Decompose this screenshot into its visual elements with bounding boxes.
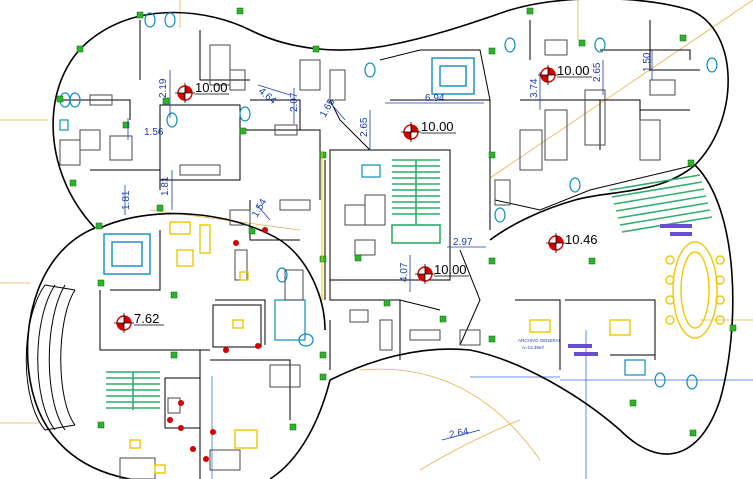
level-label: 7.62	[134, 311, 159, 326]
dimension-label: 6.94	[425, 93, 445, 104]
level-marker: 10.00	[175, 80, 229, 103]
level-marker: 10.00	[415, 262, 469, 284]
room-label: ARCHIVO GENERAL	[518, 338, 562, 343]
dimension-label: 2.65	[359, 117, 370, 137]
door-markers	[167, 227, 268, 462]
dimension-label: 2.07	[289, 92, 300, 112]
dimension-label: 1.81	[160, 176, 171, 196]
dimension-label: 1.56	[144, 127, 164, 138]
upholstery	[568, 224, 692, 356]
level-marker: 10.46	[546, 232, 598, 253]
interior-walls	[60, 20, 700, 479]
conference-furniture	[129, 221, 725, 474]
dimension-label: 1.50	[642, 52, 653, 72]
dimension-label: 2.65	[592, 62, 603, 82]
furniture	[59, 39, 676, 479]
conference-table	[672, 241, 718, 339]
level-marker: 10.00	[538, 63, 592, 85]
west-stair	[106, 371, 160, 410]
dimension-label: 3.74	[529, 78, 540, 98]
level-label: 10.00	[421, 119, 454, 134]
sanitary-fixtures	[59, 12, 718, 390]
level-label: 10.00	[434, 262, 467, 277]
elevators	[103, 57, 475, 275]
dimension-label: 4.07	[399, 262, 410, 282]
dimension-label: 2.64	[448, 426, 470, 441]
level-label: 10.00	[557, 63, 590, 78]
elevator-west	[103, 233, 151, 275]
grid-markers	[56, 7, 737, 437]
elevator-north	[431, 57, 475, 95]
level-marker: 7.62	[114, 311, 164, 333]
auditorium	[25, 284, 76, 431]
archive-room-note: ARCHIVO GENERAL A=13.39m²	[518, 338, 562, 350]
stairs	[106, 159, 713, 410]
dimension-label: 2.19	[158, 78, 169, 98]
level-marker: 10.00	[401, 119, 456, 142]
central-stair	[391, 159, 441, 244]
dimension-label: 2.97	[453, 237, 473, 248]
dimension-label: 1.81	[121, 190, 132, 210]
level-markers: 10.00 10.00 10.00 10.00	[114, 63, 598, 333]
building-outline	[26, 0, 734, 479]
east-stair	[609, 174, 713, 233]
area-label: A=13.39m²	[522, 345, 545, 350]
level-label: 10.00	[195, 80, 228, 95]
level-label: 10.46	[565, 232, 598, 247]
dimension-lines	[124, 50, 653, 441]
